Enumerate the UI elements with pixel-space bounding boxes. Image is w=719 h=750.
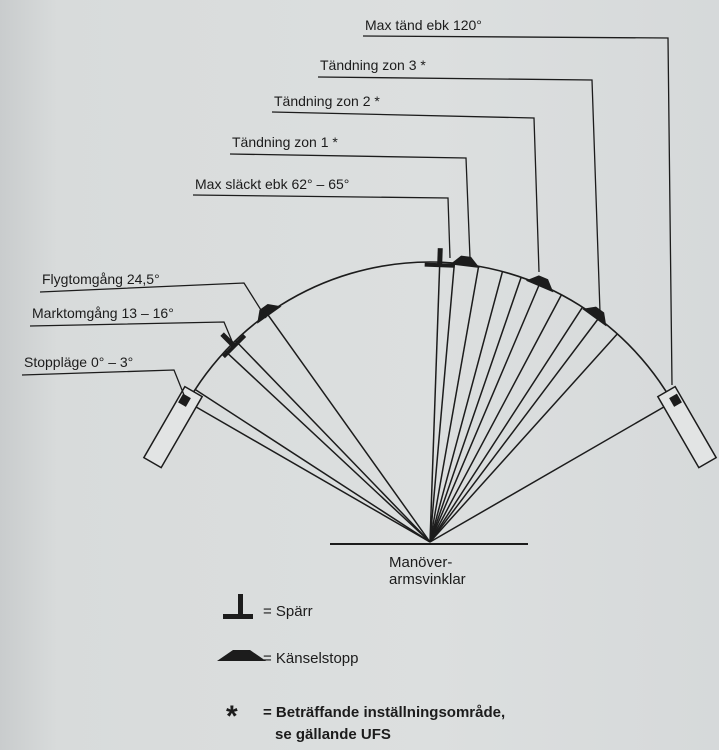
arc-marks [142,248,718,469]
label-zon1: Tändning zon 1 * [232,134,338,150]
fan-lines [187,262,673,543]
stop-block-rect [656,385,718,469]
sparr-mark [424,248,455,268]
sparr-icon [223,594,253,619]
kanselstopp-mark [582,306,607,327]
sparr-bar [222,334,247,359]
fan-line [429,333,618,543]
fan-line [224,350,431,543]
legend: = Spärr = Känselstopp * = Beträffande in… [217,594,505,743]
fan-line [429,271,504,543]
kanselstopp-triangle [449,255,480,269]
stop-block-mark [178,393,191,407]
fan-line [429,306,584,543]
sparr-mark [220,332,247,359]
fan-line [429,262,441,543]
leader-flygtomgang [39,282,267,319]
legend-kanselstopp: = Känselstopp [263,650,359,667]
fan-line [429,401,673,543]
kanselstopp-triangle [582,306,607,327]
leader-max-slackt [192,194,451,259]
label-max-slackt: Max släckt ebk 62° – 65° [195,176,349,192]
sparr-stem [220,332,236,348]
label-max-tand: Max tänd ebk 120° [365,17,482,33]
fan-line [429,266,480,543]
legend-asterisk-line1: = Beträffande inställningsområde, [263,704,505,721]
fan-line [429,294,563,543]
leader-zon3 [317,76,601,313]
fan-line [194,388,431,543]
fan-line [187,401,431,543]
asterisk-icon: * [226,700,238,733]
stop-block-mark [669,393,682,407]
fan-line [429,283,541,543]
leader-zon2 [271,111,540,273]
kanselstopp-mark [449,255,480,269]
legend-sparr: = Spärr [263,603,313,620]
stop-block [142,385,204,469]
kanselstopp-mark [525,275,554,293]
fan-line [266,313,431,543]
kanselstopp-triangle [257,304,282,324]
stop-block-rect [142,385,204,469]
leader-zon1 [229,153,471,259]
leader-stopplage [21,369,185,396]
label-stopplage: Stoppläge 0° – 3° [24,354,133,370]
fan-line [429,317,600,543]
legend-asterisk-line2: se gällande UFS [275,726,391,743]
label-flygtomgang: Flygtomgång 24,5° [42,271,160,287]
angle-arc [186,261,674,403]
kanselstopp-mark [257,304,282,324]
leader-lines [21,35,673,396]
pivot-label-line2: armsvinklar [389,571,466,588]
label-zon3: Tändning zon 3 * [320,57,426,73]
kanselstopp-triangle [525,275,554,293]
stop-block [656,385,718,469]
fan-line [429,263,456,543]
label-zon2: Tändning zon 2 * [274,93,380,109]
sparr-stem [437,248,443,265]
fan-line [429,277,522,543]
kanselstopp-icon [217,650,266,661]
pivot-label-line1: Manöver- [389,554,452,571]
sparr-bar [424,262,455,268]
leader-marktomgang [29,321,235,347]
leader-max-tand [362,35,673,386]
label-marktomgang: Marktomgång 13 – 16° [32,305,174,321]
fan-line [234,340,431,543]
